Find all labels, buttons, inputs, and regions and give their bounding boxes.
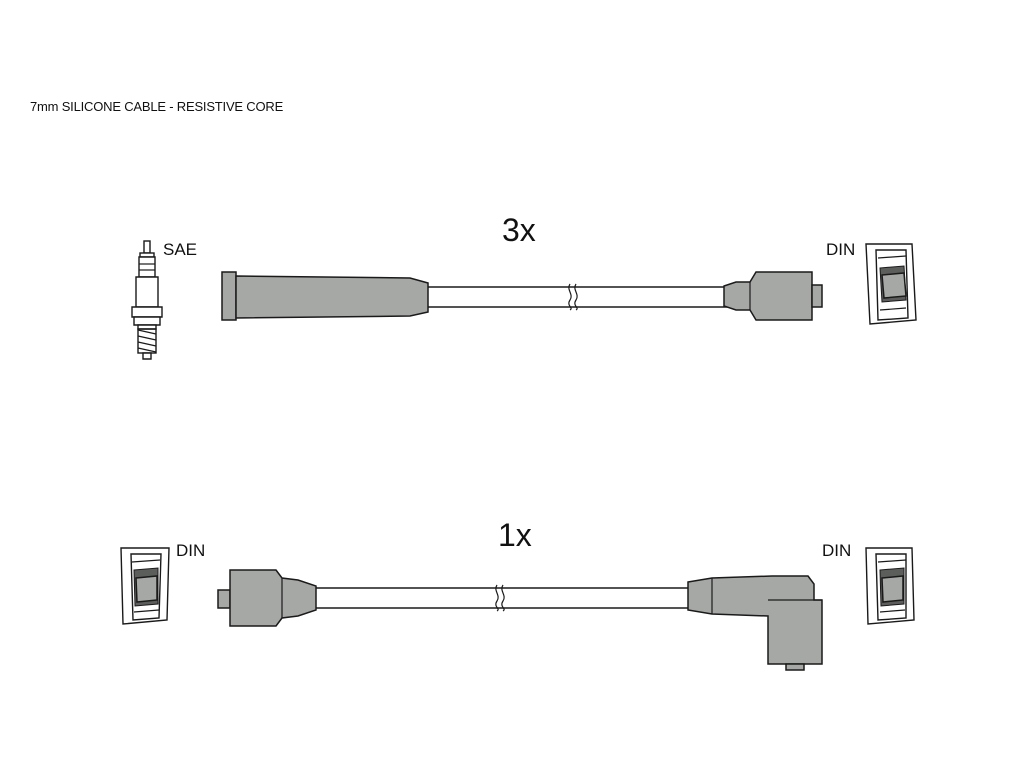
- lead-2-straight-boot: [217, 569, 317, 627]
- lead-2-right-din-terminal-icon: [865, 547, 915, 625]
- lead-1-quantity: 3x: [502, 212, 536, 248]
- lead-1-distributor-boot: [723, 271, 823, 321]
- sae-spark-plug-icon: [131, 240, 163, 360]
- lead-2-right-terminal-label: DIN: [822, 541, 852, 560]
- lead-2-left-terminal-label: DIN: [176, 541, 206, 560]
- lead-2-quantity: 1x: [498, 517, 532, 553]
- lead-2-cable: [311, 584, 695, 612]
- lead-1-cable: [419, 283, 729, 311]
- lead-2-left-din-terminal-icon: [120, 547, 170, 625]
- diagram-caption: 7mm SILICONE CABLE - RESISTIVE CORE: [30, 99, 284, 114]
- lead-1-right-terminal-label: DIN: [826, 240, 856, 259]
- lead-1-straight-boot: [221, 271, 429, 321]
- lead-1-din-terminal-icon: [865, 243, 917, 325]
- lead-1-left-terminal-label: SAE: [163, 240, 198, 259]
- lead-2-angled-boot: [687, 575, 823, 671]
